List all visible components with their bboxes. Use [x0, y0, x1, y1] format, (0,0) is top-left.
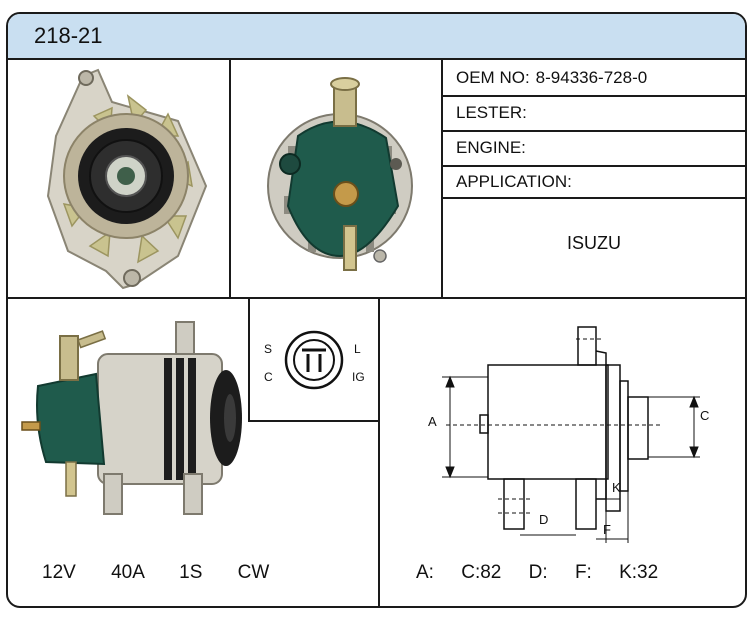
pulley-type: 1S	[179, 562, 203, 583]
dim-c-value: C:82	[461, 562, 502, 583]
application-value: ISUZU	[567, 233, 621, 253]
pin-s-label: S	[264, 342, 273, 356]
part-number-title: 218-21	[34, 23, 103, 48]
alternator-rear-photo	[267, 77, 413, 271]
divider	[8, 297, 745, 299]
pin-l-label: L	[354, 342, 361, 356]
dimension-specs: A: C:82 D: F: K:32	[416, 562, 658, 584]
divider	[441, 130, 745, 132]
pin-ig-label: IG	[352, 370, 365, 384]
dim-c-label: C	[700, 408, 710, 423]
connector-plug-diagram	[284, 330, 344, 390]
divider	[248, 297, 250, 422]
dim-d-value: D:	[528, 562, 548, 583]
oem-row: OEM NO: 8-94336-728-0	[456, 68, 647, 88]
dim-a-label: A	[428, 414, 437, 429]
divider	[229, 60, 231, 297]
divider	[441, 95, 745, 97]
divider	[441, 60, 443, 297]
voltage: 12V	[42, 562, 76, 583]
divider	[378, 297, 380, 606]
divider	[441, 197, 745, 199]
dim-a-value: A:	[416, 562, 434, 583]
rotation: CW	[237, 562, 270, 583]
dim-f-value: F:	[574, 562, 592, 583]
title-bar: 218-21	[8, 14, 745, 60]
dim-f-label: F	[603, 522, 611, 537]
application-label: APPLICATION:	[456, 172, 572, 191]
product-card: 218-21 OEM NO: 8-94336-728-0 LESTER: ENGI…	[6, 12, 747, 608]
pin-c-label: C	[264, 370, 273, 384]
divider	[441, 165, 745, 167]
dimension-drawing	[442, 326, 700, 543]
oem-value: 8-94336-728-0	[535, 68, 648, 87]
dim-k-value: K:32	[619, 562, 659, 583]
dim-k-label: K	[612, 480, 621, 495]
dim-d-label: D	[539, 512, 549, 527]
divider	[248, 420, 380, 422]
electrical-specs: 12V 40A 1S CW	[42, 562, 269, 584]
amperage: 40A	[111, 562, 144, 583]
lester-label: LESTER:	[456, 103, 527, 122]
oem-label: OEM NO:	[456, 68, 530, 87]
alternator-side-photo	[21, 321, 242, 515]
engine-label: ENGINE:	[456, 138, 526, 157]
alternator-front-photo	[46, 68, 208, 290]
